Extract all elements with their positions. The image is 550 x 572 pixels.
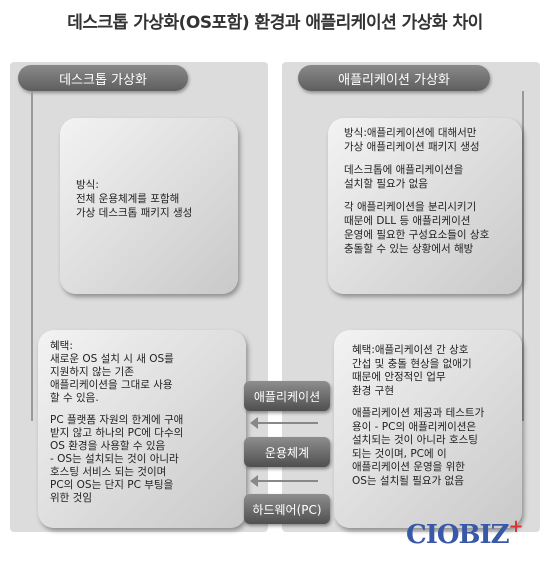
layer-application: 애플리케이션	[244, 381, 330, 411]
desktop-benefit-p1: 새로운 OS 설치 시 새 OS를 지원하지 않는 기존 애플리케이션을 그대로…	[50, 353, 174, 404]
desktop-method-text: 방식: 전체 운용체계를 포함해 가상 데스크톱 패키지 생성	[76, 178, 236, 220]
desktop-method-body: 전체 운용체계를 포함해 가상 데스크톱 패키지 생성	[76, 193, 193, 219]
desktop-virtualization-header: 데스크톱 가상화	[18, 65, 188, 91]
ciobiz-logo: CIOBIZ+	[406, 516, 524, 550]
ciobiz-logo-text: CIOBIZ	[406, 520, 510, 550]
application-method-p1: 방식:애플리케이션에 대해서만 가상 애플리케이션 패키지 생성	[344, 127, 480, 153]
desktop-benefit-text: 혜택: 새로운 OS 설치 시 새 OS를 지원하지 않는 기존 애플리케이션을…	[50, 340, 245, 514]
layer-hardware: 하드웨어(PC)	[244, 494, 330, 524]
application-method-text: 방식:애플리케이션에 대해서만 가상 애플리케이션 패키지 생성 데스크톱에 애…	[344, 126, 524, 265]
desktop-benefit-card	[38, 330, 246, 528]
application-method-p3: 각 애플리케이션을 분리시키기 때문에 DLL 등 애플리케이션 운영에 필요한…	[344, 201, 490, 255]
diagram-title: 데스크톱 가상화(OS포함) 환경과 애플리케이션 가상화 차이	[67, 13, 483, 33]
ciobiz-logo-plus: +	[508, 516, 524, 537]
layer-operating-system: 운용체계	[244, 437, 330, 467]
application-benefit-card	[334, 330, 522, 528]
desktop-benefit-heading: 혜택:	[50, 340, 73, 352]
application-method-p2: 데스크톱에 애플리케이션을 설치할 필요가 없음	[344, 164, 464, 190]
desktop-method-card	[60, 118, 238, 294]
application-benefit-p1: 혜택:애플리케이션 간 상호 간섭 및 충돌 현상을 없애기 때문에 안정적인 …	[352, 344, 472, 397]
arrow-to-application	[250, 417, 318, 429]
desktop-benefit-p2: PC 플랫폼 자원의 한계에 구애 받지 않고 하나의 PC에 다수의 OS 환…	[50, 414, 184, 504]
right-connector-line	[522, 91, 524, 421]
application-benefit-p2: 애플리케이션 제공과 테스트가 용이 - PC의 애플리케이션은 설치되는 것이…	[352, 407, 485, 487]
left-connector-line	[31, 91, 33, 421]
arrow-to-operating-system	[250, 475, 318, 487]
desktop-method-heading: 방식:	[76, 179, 99, 191]
application-benefit-text: 혜택:애플리케이션 간 상호 간섭 및 충돌 현상을 없애기 때문에 안정적인 …	[352, 344, 524, 497]
application-virtualization-header: 애플리케이션 가상화	[298, 65, 490, 91]
application-method-card	[328, 118, 522, 294]
